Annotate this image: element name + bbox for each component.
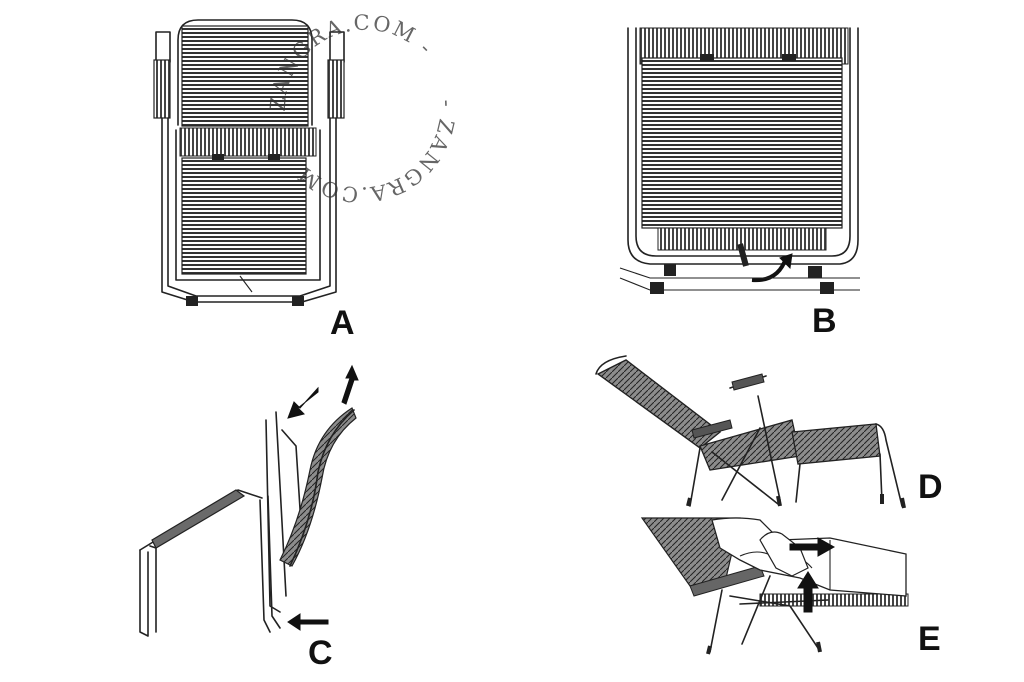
label-d: D: [918, 468, 943, 506]
arrow-icon: [789, 537, 836, 557]
arrow-icon: [341, 364, 359, 405]
panel-e-adjusting: [640, 517, 909, 655]
label-e: E: [918, 620, 941, 658]
arrow-icon: [287, 613, 329, 631]
label-c: C: [308, 634, 333, 672]
panel-b-closeup: [619, 27, 860, 294]
arrow-icon: [797, 571, 819, 613]
label-a: A: [330, 304, 355, 342]
svg-text:- ZANGRA.COM: - ZANGRA.COM: [292, 99, 459, 207]
panel-c-unfolding: [139, 364, 359, 637]
label-b: B: [812, 302, 837, 340]
panel-d-open-lounger: [595, 355, 906, 509]
panel-a-folded-chair: [153, 19, 345, 306]
watermark-text-2: - ZANGRA.COM: [292, 99, 457, 207]
arrow-icon: [287, 386, 319, 419]
